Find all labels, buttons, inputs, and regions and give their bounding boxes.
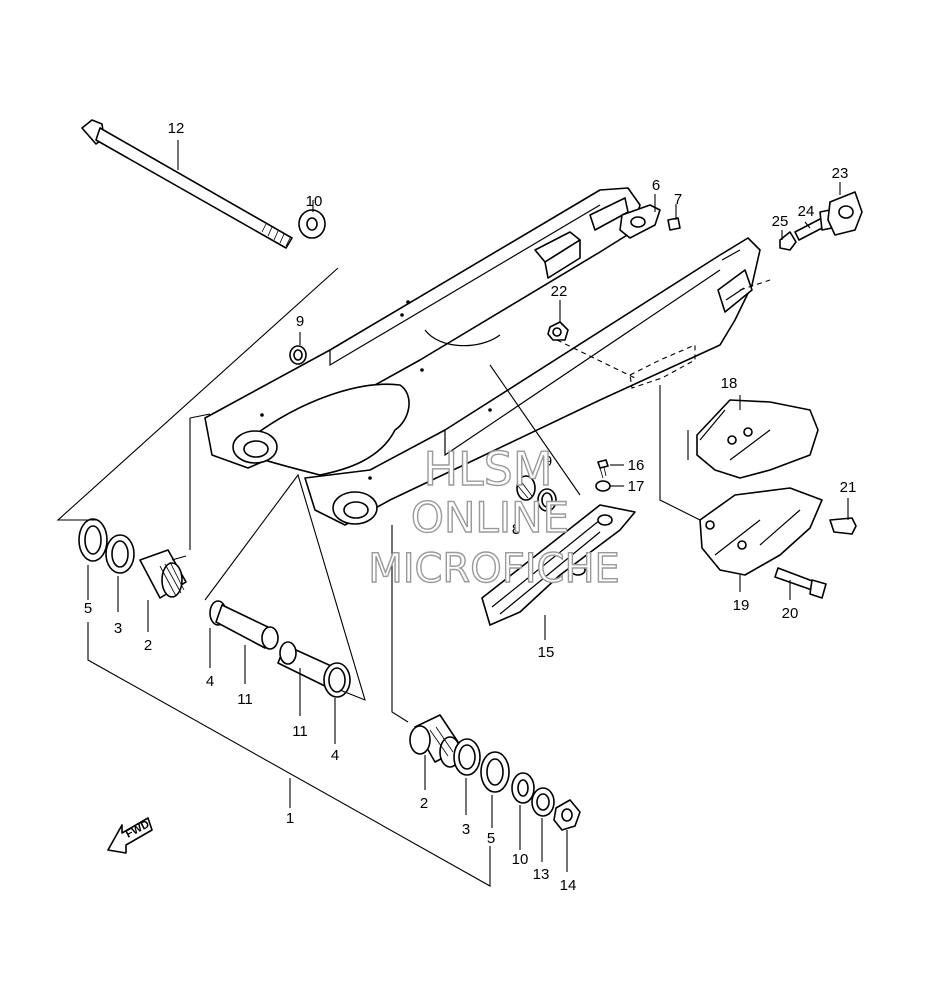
callouts: 12 10 9 6 7 23 24 25 22 18 16 17 9 8 21 … (84, 120, 857, 894)
callout-4-right: 4 (331, 747, 339, 764)
callout-17: 17 (628, 478, 645, 495)
callout-11-right: 11 (292, 723, 308, 740)
callout-1: 1 (286, 810, 294, 827)
callout-11-left: 11 (237, 691, 253, 708)
chain-parts (289, 191, 863, 626)
callout-14: 14 (560, 877, 577, 894)
pivot-axle (81, 119, 326, 249)
right-pivot-parts (409, 714, 581, 831)
callout-6: 6 (652, 177, 660, 194)
callout-24: 24 (798, 203, 815, 220)
callout-4-left: 4 (206, 673, 214, 690)
watermark: HLSM ONLINE MICROFICHE (367, 441, 620, 592)
callout-9-mid: 9 (544, 453, 552, 470)
callout-2-right: 2 (420, 795, 428, 812)
leader-lines (56, 140, 849, 887)
callout-3-right: 3 (462, 821, 470, 838)
watermark-line-2: ONLINE (411, 493, 569, 542)
watermark-line-1: HLSM (423, 442, 552, 496)
callout-7: 7 (674, 191, 682, 208)
left-pivot-parts (78, 518, 351, 698)
callout-12: 12 (168, 120, 185, 137)
swingarm (204, 187, 761, 526)
callout-21: 21 (840, 479, 857, 496)
callout-16: 16 (628, 457, 645, 474)
callout-18: 18 (721, 375, 738, 392)
callout-13: 13 (533, 866, 550, 883)
callout-19: 19 (733, 597, 750, 614)
callout-5-left: 5 (84, 600, 92, 617)
callout-10-right: 10 (512, 851, 529, 868)
forward-arrow-icon: FWD (107, 817, 153, 854)
callout-2-left: 2 (144, 637, 152, 654)
callout-10-top: 10 (306, 193, 323, 210)
watermark-line-3: MICROFICHE (368, 546, 620, 592)
callout-15: 15 (538, 644, 555, 661)
callout-23: 23 (832, 165, 849, 182)
callout-22: 22 (551, 283, 568, 300)
callout-20: 20 (782, 605, 799, 622)
callout-8: 8 (512, 521, 520, 538)
callout-5-right: 5 (487, 830, 495, 847)
callout-3-left: 3 (114, 620, 122, 637)
callout-25: 25 (772, 213, 789, 230)
callout-9-top: 9 (296, 313, 304, 330)
